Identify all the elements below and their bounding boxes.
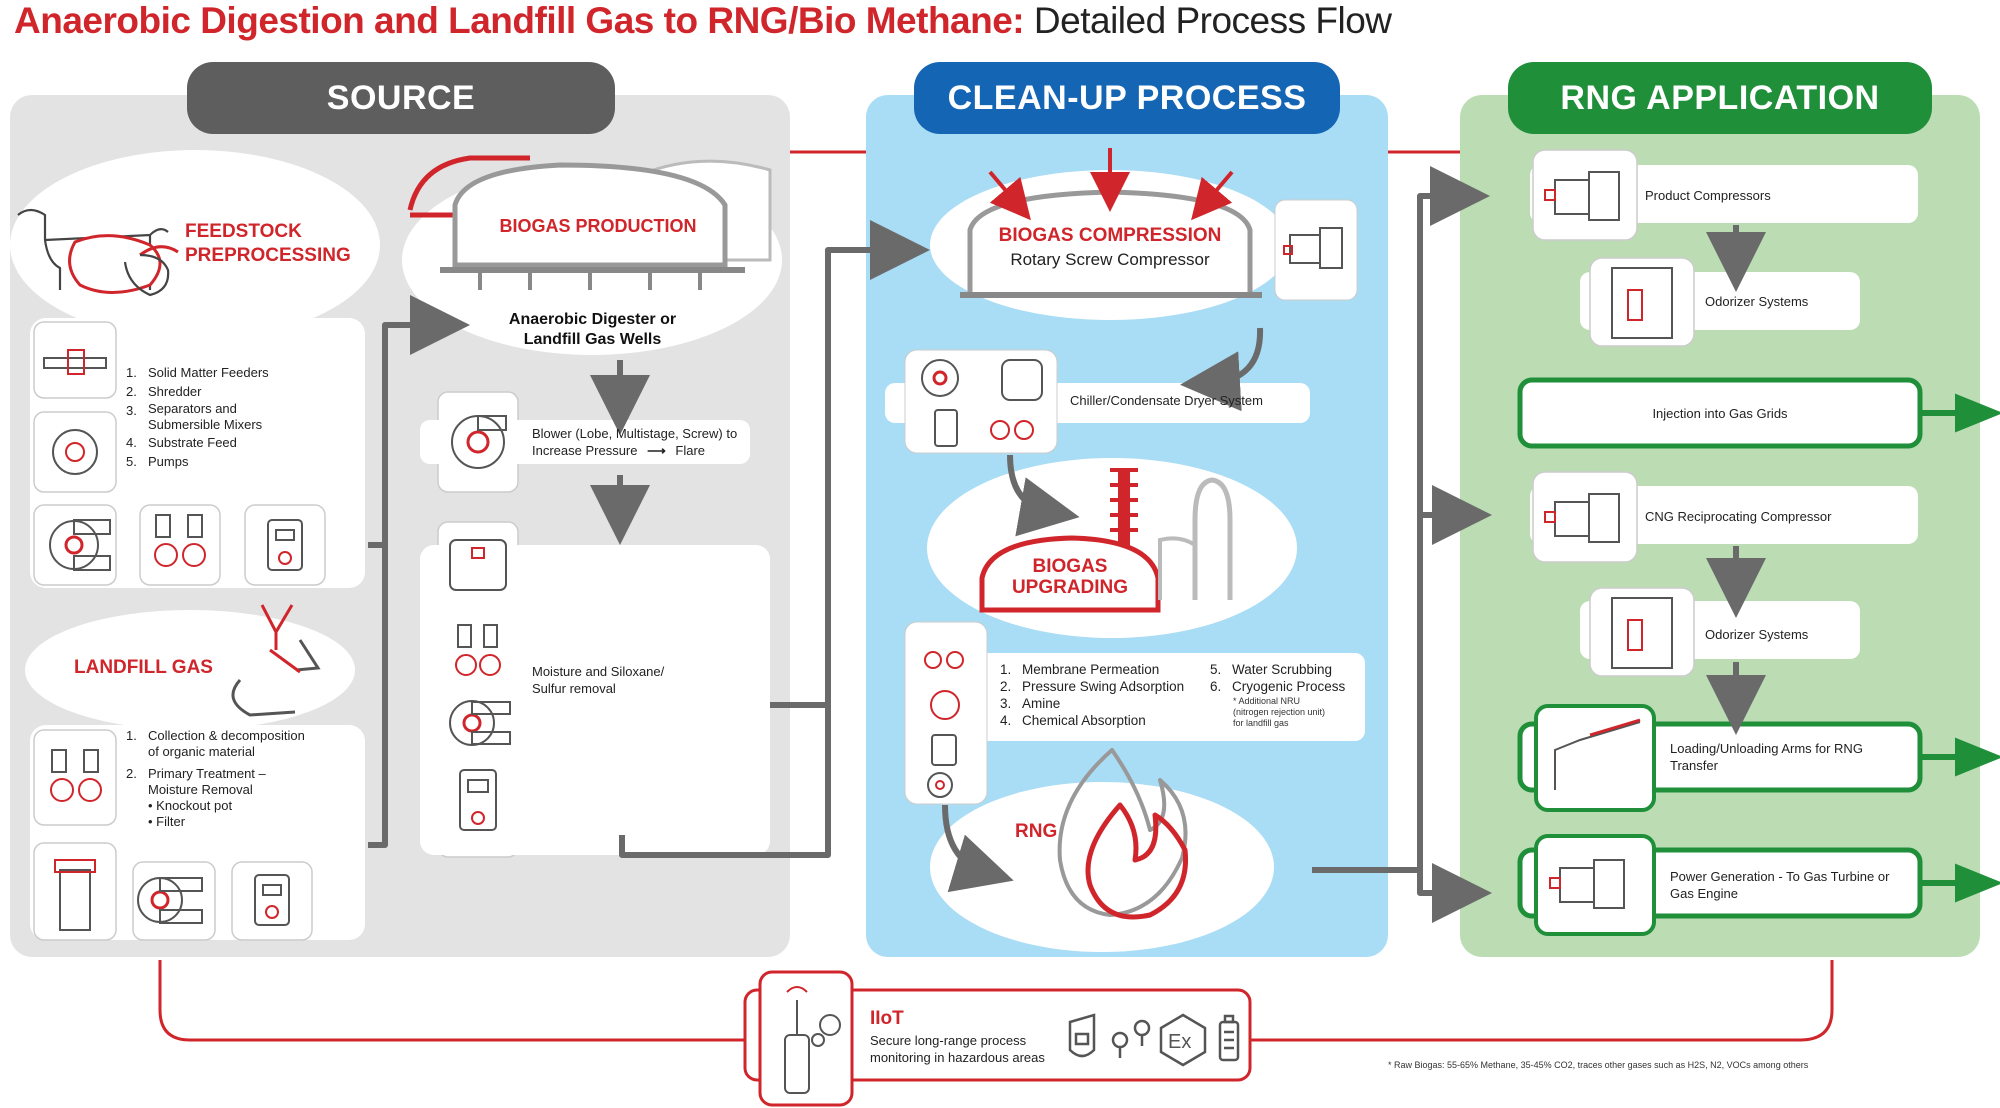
methods-card <box>905 653 1365 741</box>
landfill-cloud <box>25 610 355 730</box>
title-regular: Detailed Process Flow <box>1033 0 1392 41</box>
lock-icon <box>1068 1013 1096 1058</box>
digester-caption: Anaerobic Digester or Landfill Gas Wells <box>508 311 677 348</box>
methods-list-left: 1.Membrane Permeation 2.Pressure Swing A… <box>1000 661 1220 729</box>
title-bold: Anaerobic Digestion and Landfill Gas to … <box>14 0 1025 41</box>
methods-list-right: 5.Water Scrubbing 6.Cryogenic Process <box>1210 661 1360 695</box>
app-item-product-compressors: Product Compressors <box>1645 188 1771 203</box>
app-item-power-generation: Power Generation - To Gas Turbine or Gas… <box>1670 869 1890 901</box>
location-pins-icon <box>1111 1019 1151 1058</box>
nru-note: * Additional NRU (nitrogen rejection uni… <box>1233 696 1326 728</box>
app-item-odorizer-2: Odorizer Systems <box>1705 627 1809 642</box>
upgrading-plant-icon <box>979 468 1233 613</box>
iiot-device-tile <box>758 970 854 1107</box>
compression-dome-icon <box>960 148 1262 298</box>
methods-tile <box>904 621 988 805</box>
list-item: 4.Substrate Feed <box>126 435 237 450</box>
biogas-production-label: BIOGAS PRODUCTION <box>499 216 697 236</box>
list-item: 2.Pressure Swing Adsorption <box>1000 679 1185 694</box>
application-header: RNG APPLICATION <box>1508 62 1932 134</box>
app-item-injection: Injection into Gas Grids <box>1652 406 1788 421</box>
flow-arrows <box>368 166 1766 923</box>
iiot-title: IIoT <box>870 1008 904 1029</box>
list-item: 3.Amine <box>1000 696 1061 711</box>
list-item: 1.Membrane Permeation <box>1000 662 1160 677</box>
footnote: * Raw Biogas: 55-65% Methane, 35-45% CO2… <box>1388 1060 1809 1070</box>
feedstock-label: FEEDSTOCK PREPROCESSING <box>185 221 351 266</box>
list-sub-item: • Filter <box>148 814 186 829</box>
moisture-text: Moisture and Siloxane/ Sulfur removal <box>532 664 665 696</box>
landfill-list: 1.Collection & decomposition of organic … <box>126 728 356 830</box>
recycle-icon <box>231 604 321 717</box>
output-arrows <box>1920 393 2000 903</box>
chiller-label: Chiller/Condensate Dryer System <box>1070 393 1263 408</box>
rng-label: RNG <box>1015 821 1058 842</box>
cleanup-header: CLEAN-UP PROCESS <box>914 62 1340 134</box>
blower-text: Blower (Lobe, Multistage, Screw) to Incr… <box>532 426 738 458</box>
upgrading-label: BIOGAS UPGRADING <box>1011 556 1129 598</box>
compressor-tile <box>1274 199 1358 301</box>
app-item-loading-arms: Loading/Unloading Arms for RNG Transfer <box>1670 741 1863 773</box>
app-item-odorizer-1: Odorizer Systems <box>1705 294 1809 309</box>
ex-hazard-icon: Ex <box>1159 1013 1207 1067</box>
app-item-cng-compressor: CNG Reciprocating Compressor <box>1645 509 1832 524</box>
list-item: 1.Solid Matter Feeders <box>126 365 269 380</box>
list-item: 5.Water Scrubbing <box>1210 662 1333 677</box>
list-item: 4.Chemical Absorption <box>1000 713 1146 728</box>
iiot-text: Secure long-range process monitoring in … <box>870 1033 1045 1065</box>
compression-subtitle: Rotary Screw Compressor <box>1010 250 1210 269</box>
rng-cloud <box>930 782 1274 952</box>
list-item: 3.Separators and Submersible Mixers <box>126 401 263 432</box>
feedstock-list: 1.Solid Matter Feeders 2.Shredder 3.Sepa… <box>126 363 346 471</box>
iiot-icons: Ex <box>1068 1013 1240 1067</box>
list-item: 1.Collection & decomposition of organic … <box>126 728 305 759</box>
biogas-tank-icon <box>407 155 772 290</box>
list-item: 2.Shredder <box>126 384 202 399</box>
iiot-device-glyph <box>784 986 841 1094</box>
list-sub-item: • Knockout pot <box>148 798 233 813</box>
livestock-icon <box>17 208 179 297</box>
page-title: Anaerobic Digestion and Landfill Gas to … <box>14 0 1392 42</box>
chiller-tile <box>904 349 1058 454</box>
compression-title: BIOGAS COMPRESSION <box>998 225 1222 246</box>
list-item: 5.Pumps <box>126 454 189 469</box>
svg-text:Ex: Ex <box>1168 1031 1191 1053</box>
list-item: 6.Cryogenic Process <box>1210 679 1346 694</box>
equipment-glyphs <box>43 171 1673 931</box>
moisture-card <box>420 545 770 855</box>
list-item: 2.Primary Treatment – Moisture Removal <box>126 766 266 797</box>
arrow-right-icon: ⟶ <box>647 443 666 458</box>
iiot-box <box>743 988 1252 1082</box>
flame-icon <box>1057 748 1189 920</box>
source-header: SOURCE <box>187 62 615 134</box>
landfill-label: LANDFILL GAS <box>74 657 213 678</box>
battery-icon <box>1218 1014 1240 1062</box>
